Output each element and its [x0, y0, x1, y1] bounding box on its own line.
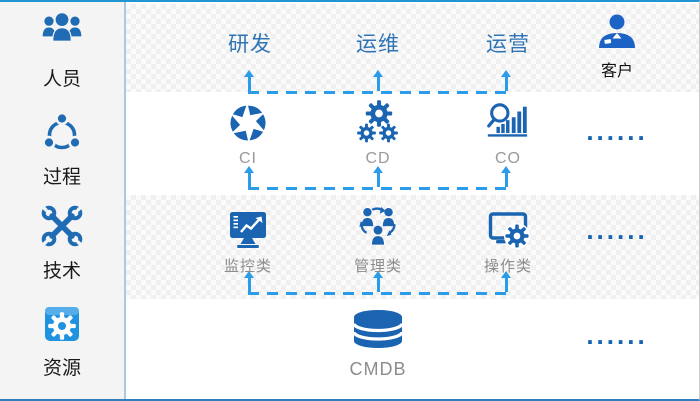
- cmdb-label: CMDB: [349, 359, 407, 379]
- dashed-line: [248, 292, 508, 295]
- tools-icon: [39, 203, 85, 249]
- connector-cmdb-to-tools: [244, 271, 511, 295]
- arrow-up-icon: [244, 166, 254, 187]
- analytics-icon: [487, 103, 528, 137]
- sidebar-item-label: 过程: [42, 167, 81, 188]
- gears-icon: [357, 100, 398, 143]
- people-icon: [42, 12, 82, 42]
- ellipsis-data-row: ......: [586, 320, 648, 350]
- team-icon: [359, 206, 396, 245]
- connector-tools-to-process: [244, 166, 511, 190]
- process-label-ci: CI: [239, 150, 257, 167]
- sidebar-item-tech: 技术: [0, 202, 124, 283]
- arrow-up-icon: [373, 166, 383, 187]
- sidebar-item-resource: 资源: [0, 299, 124, 380]
- database-icon: [352, 310, 404, 348]
- dashed-line: [248, 91, 508, 94]
- aperture-icon: [230, 105, 266, 141]
- connector-process-to-roles: [244, 70, 511, 94]
- ellipsis-process-row: ......: [586, 116, 648, 146]
- tool-label-management: 管理类: [353, 258, 403, 275]
- arrow-up-icon: [244, 70, 254, 91]
- screen-gear-icon: [488, 212, 530, 249]
- sidebar-item-people: 人员: [0, 12, 124, 91]
- sidebar-divider: [124, 2, 126, 399]
- role-label-rd: 研发: [228, 33, 272, 56]
- tool-label-operation: 操作类: [483, 258, 533, 275]
- role-label-biz: 运营: [486, 33, 530, 56]
- sidebar-item-label: 技术: [42, 261, 81, 282]
- arrow-up-icon: [373, 271, 383, 292]
- arrow-up-icon: [244, 271, 254, 292]
- tool-label-monitoring: 监控类: [223, 258, 273, 275]
- arrow-up-icon: [501, 166, 511, 187]
- dashed-line: [248, 187, 508, 190]
- process-label-cd: CD: [365, 150, 391, 167]
- process-icon: [42, 111, 82, 150]
- arrow-up-icon: [501, 271, 511, 292]
- monitor-icon: [230, 212, 266, 248]
- process-label-co: CO: [495, 150, 521, 167]
- sidebar-item-label: 人员: [42, 69, 81, 90]
- arrow-up-icon: [501, 70, 511, 91]
- resource-icon: [45, 307, 79, 341]
- role-label-ops: 运维: [356, 33, 400, 56]
- ellipsis-tool-row: ......: [586, 215, 648, 245]
- band-tools: [126, 195, 699, 299]
- sidebar-item-process: 过程: [0, 108, 124, 189]
- customer-icon: [599, 14, 635, 48]
- customer-label: 客户: [600, 63, 634, 80]
- arrow-up-icon: [373, 70, 383, 91]
- sidebar-item-label: 资源: [42, 358, 81, 379]
- sidebar: 人员 过程: [0, 2, 124, 399]
